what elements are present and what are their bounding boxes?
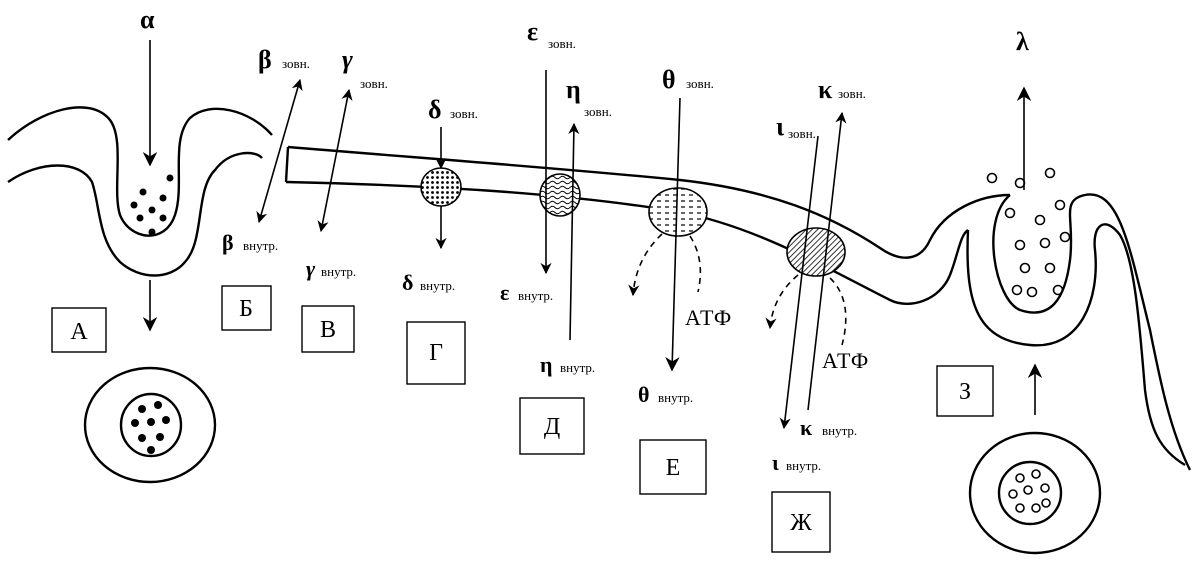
label-kappa-in: κ	[800, 415, 813, 440]
label-eta-in-sub: внутр.	[560, 360, 595, 375]
label-gamma-out-sub: зовн.	[360, 76, 388, 91]
label-delta-in-sub: внутр.	[420, 278, 455, 293]
label-beta-out: β	[258, 45, 272, 74]
label-kappa-out-sub: зовн.	[838, 86, 866, 101]
label-beta-in: β	[222, 230, 234, 255]
substance-labels: α β зовн. β внутр. γ зовн. γ внутр. δ зо…	[140, 5, 1029, 475]
arrow-iota	[779, 135, 819, 430]
label-gamma-in-sub: внутр.	[321, 264, 356, 279]
arrow-gamma	[317, 88, 353, 233]
label-lambda: λ	[1016, 27, 1029, 56]
box-b	[221, 285, 272, 331]
label-theta-out: θ	[662, 65, 676, 94]
label-kappa-in-sub: внутр.	[822, 423, 857, 438]
label-alpha: α	[140, 5, 155, 34]
label-beta-in-sub: внутр.	[243, 238, 278, 253]
arrow-iota-atp-left	[765, 274, 799, 330]
arrow-beta	[256, 78, 303, 224]
box-v	[301, 305, 355, 353]
exocytic-cell	[968, 431, 1102, 555]
label-epsilon-in: ε	[500, 280, 509, 305]
box-b-label: Б	[239, 296, 253, 322]
box-e	[639, 439, 707, 495]
label-epsilon-in-sub: внутр.	[518, 288, 553, 303]
label-iota-out: ι	[776, 112, 784, 141]
arrow-theta-atp-left	[628, 233, 663, 297]
label-iota-out-sub: зовн.	[788, 126, 816, 141]
membrane-band	[284, 145, 1011, 305]
box-a-label: А	[70, 319, 88, 345]
label-gamma-in: γ	[306, 256, 316, 281]
membrane-right	[966, 193, 1192, 471]
label-delta-in: δ	[402, 270, 413, 295]
arrows	[142, 40, 1043, 430]
carrier-protein-epsilon-eta	[539, 173, 581, 217]
label-gamma-out: γ	[342, 45, 353, 74]
label-eta-out: η	[566, 75, 581, 104]
arrow-kappa	[807, 111, 847, 411]
box-a	[51, 307, 107, 353]
arrow-eta	[568, 122, 580, 341]
label-theta-in: θ	[638, 382, 649, 407]
box-g-label: Г	[429, 340, 443, 366]
panel-labels: А Б В Г Д Е Ж З	[51, 285, 994, 553]
box-d	[519, 397, 585, 455]
box-d-label: Д	[544, 414, 560, 440]
box-g	[406, 321, 466, 385]
label-iota-in-sub: внутр.	[786, 458, 821, 473]
label-delta-out: δ	[428, 95, 442, 124]
label-epsilon-out-sub: зовн.	[548, 36, 576, 51]
box-z-label: З	[959, 379, 971, 405]
arrow-iota-atp-right	[829, 277, 847, 346]
pump-protein-iota-kappa	[786, 227, 846, 277]
label-eta-out-sub: зовн.	[584, 104, 612, 119]
exocytosis-particles	[986, 167, 1071, 298]
label-kappa-out: κ	[818, 75, 833, 104]
label-beta-out-sub: зовн.	[282, 56, 310, 71]
label-eta-in: η	[540, 352, 553, 377]
label-atp-2: АТФ	[822, 348, 869, 373]
arrow-theta	[665, 97, 681, 372]
box-zh	[771, 491, 831, 553]
label-iota-in: ι	[772, 450, 779, 475]
box-v-label: В	[320, 317, 336, 343]
endocytic-cell	[83, 366, 217, 484]
membrane-left	[7, 106, 273, 277]
label-delta-out-sub: зовн.	[450, 106, 478, 121]
endocytosis-particles	[130, 174, 174, 236]
box-z	[936, 365, 994, 417]
channel-protein-delta	[420, 167, 462, 207]
label-atp-1: АТФ	[685, 305, 732, 330]
label-epsilon-out: ε	[527, 17, 538, 46]
box-e-label: Е	[666, 455, 681, 481]
arrow-theta-atp-right	[689, 235, 702, 293]
box-zh-label: Ж	[790, 510, 812, 536]
pump-protein-theta	[648, 187, 708, 237]
label-theta-in-sub: внутр.	[658, 390, 693, 405]
label-theta-out-sub: зовн.	[686, 76, 714, 91]
